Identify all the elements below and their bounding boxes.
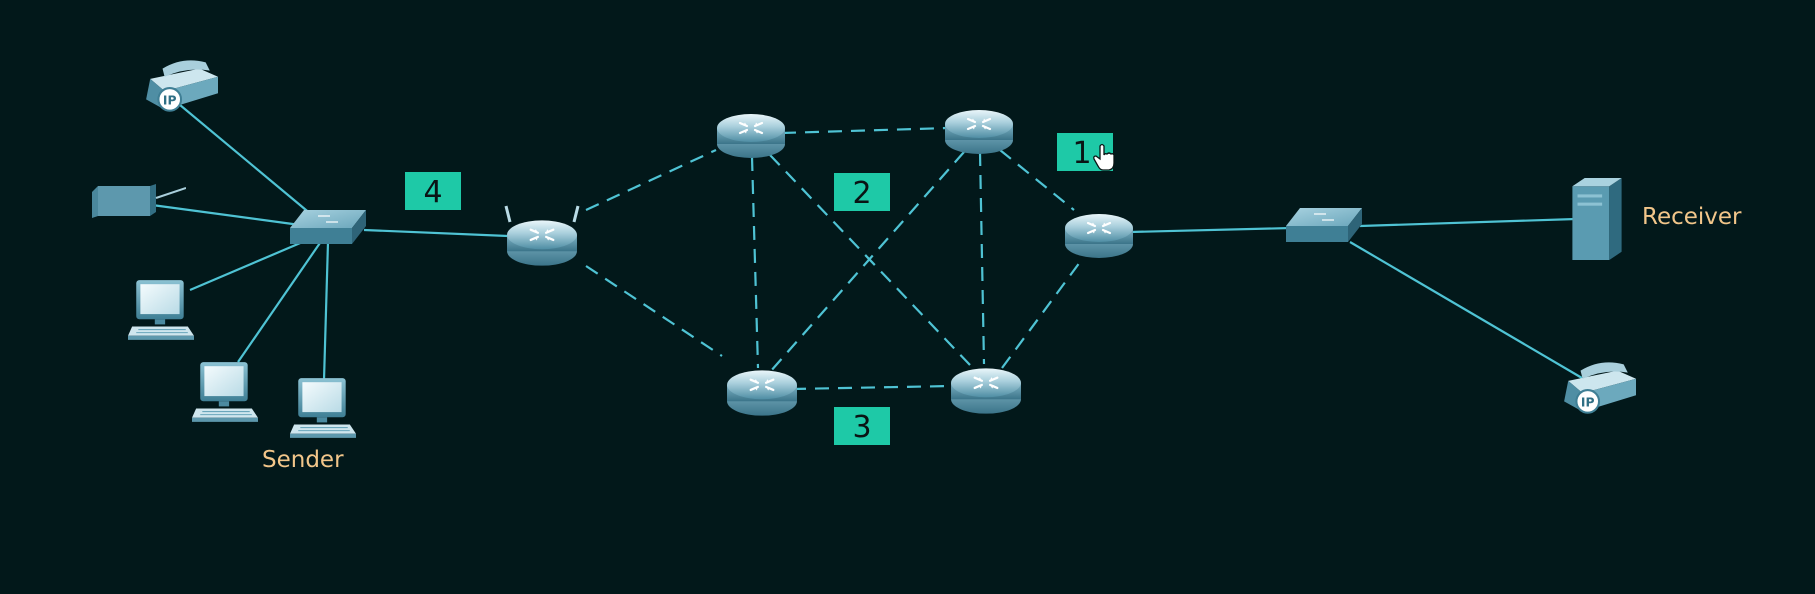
link-edge-bl [585, 265, 723, 357]
dashed-links [585, 126, 1081, 391]
link-tr-br [978, 151, 986, 365]
badge-2[interactable]: 2 [834, 173, 890, 211]
badge-1-label: 1 [1072, 136, 1091, 171]
link-pc2-switch [237, 239, 323, 363]
badge-4-label: 4 [423, 175, 442, 210]
badge-4[interactable]: 4 [405, 172, 461, 210]
receiver-label: Receiver [1642, 204, 1742, 230]
ip-phone-icon[interactable] [145, 59, 218, 112]
pc-icon[interactable] [192, 362, 258, 423]
link-bl-br [791, 384, 953, 391]
badge-2-label: 2 [852, 176, 871, 211]
sender-label: Sender [262, 447, 344, 473]
link-tr-bl [769, 151, 965, 373]
pc-icon[interactable] [290, 378, 356, 439]
pc-icon[interactable] [128, 280, 194, 341]
switch-icon[interactable] [1286, 207, 1362, 243]
router-icon[interactable] [726, 369, 798, 417]
solid-links [151, 94, 1583, 381]
link-rswitch-phone [1349, 241, 1583, 379]
hand-cursor-icon [1093, 143, 1115, 171]
link-tr-right [999, 149, 1075, 211]
router-icon[interactable] [950, 367, 1022, 415]
link-br-right [1001, 261, 1081, 369]
link-pc1-switch [189, 236, 313, 292]
link-switch-router [363, 228, 509, 238]
link-router-rswitch [1129, 226, 1293, 234]
router-icon[interactable] [1064, 212, 1134, 260]
printer-icon[interactable] [92, 184, 186, 219]
server-icon[interactable] [1572, 178, 1622, 260]
badge-3-label: 3 [852, 410, 871, 445]
badge-3[interactable]: 3 [834, 407, 890, 445]
link-edge-tl [585, 149, 717, 211]
ip-phone-icon[interactable] [1563, 361, 1636, 414]
link-tl-tr [781, 126, 949, 135]
switch-icon[interactable] [290, 209, 366, 245]
link-tl-bl [750, 156, 760, 369]
router-icon[interactable] [944, 108, 1014, 156]
wireless-router-icon[interactable] [504, 205, 580, 267]
link-pc3-switch [322, 241, 330, 381]
link-device-switch [151, 203, 301, 227]
link-rswitch-server [1359, 217, 1577, 228]
router-icon[interactable] [716, 112, 786, 160]
link-phone-switch [167, 94, 313, 216]
